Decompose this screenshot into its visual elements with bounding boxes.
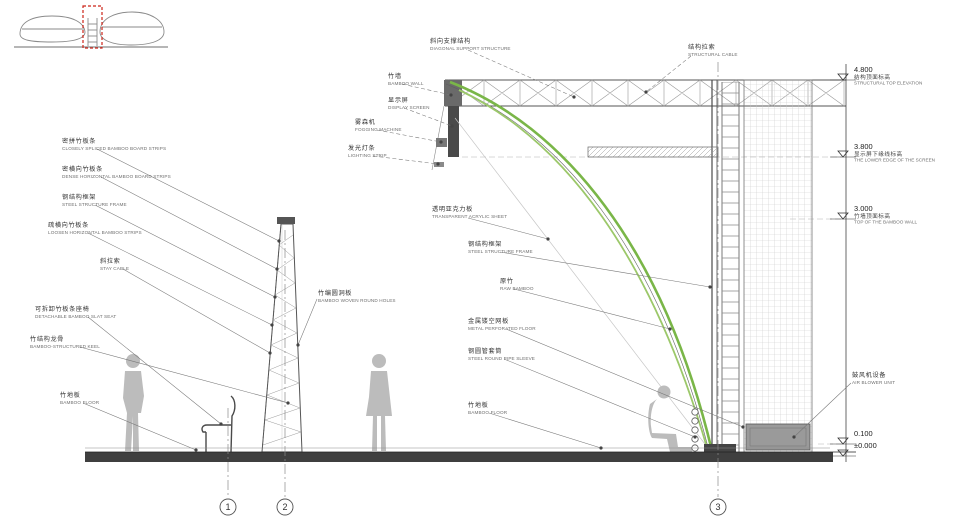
leader-dot-steel-structure-frame-left <box>273 295 277 299</box>
leader-line-raw-bamboo <box>513 288 671 330</box>
standing-figure-left <box>123 354 144 451</box>
grid-lines <box>227 62 719 497</box>
elevation-triangle-zero-level <box>837 449 849 457</box>
leader-dot-bamboo-structured-keel <box>286 401 290 405</box>
seated-figure-right <box>648 385 692 452</box>
leader-dot-metal-perforated-floor <box>741 425 745 429</box>
leader-dot-air-blower-unit <box>792 435 796 439</box>
display-screen-assembly <box>431 105 459 171</box>
leader-dot-detachable-bamboo-slat-seat <box>219 422 223 426</box>
leader-line-stay-cable <box>122 268 271 354</box>
ground-slab <box>85 447 856 462</box>
leader-line-steel-structure-frame-right <box>499 251 711 288</box>
grid-bubbles: 1 2 3 <box>219 498 727 516</box>
grid-bubble-1-label: 1 <box>225 502 230 512</box>
elevation-markers <box>830 73 856 457</box>
leader-lines <box>79 49 852 452</box>
leader-dot-bamboo-woven-round-holes <box>296 343 300 347</box>
human-figures <box>123 354 692 452</box>
leader-line-transparent-acrylic-sheet <box>467 217 549 240</box>
leader-dot-diagonal-support-structure <box>572 95 576 99</box>
leader-line-closely-spliced-bamboo-board-strips <box>96 148 280 242</box>
leader-dot-fogging-machine <box>439 140 443 144</box>
leader-dot-stay-cable <box>268 351 272 355</box>
leader-line-display-screen <box>403 107 453 127</box>
air-blower-unit-box <box>745 423 811 451</box>
leader-dot-dense-horizontal-bamboo-board-strips <box>275 267 279 271</box>
leader-line-loosen-horizontal-bamboo-strips <box>87 232 273 326</box>
screen-support-beam <box>587 146 719 158</box>
leader-line-lighting-strip <box>372 155 439 165</box>
ladder-frame <box>721 82 740 452</box>
leader-line-structural-cable <box>645 55 692 93</box>
leader-line-bamboo-woven-round-holes <box>297 298 318 346</box>
detail-extent-red-box <box>82 5 103 49</box>
leader-dot-transparent-acrylic-sheet <box>546 237 550 241</box>
grid-bubble-3-label: 3 <box>715 502 720 512</box>
leader-line-bamboo-floor-center <box>488 412 602 449</box>
mesh-bamboo-wall <box>743 79 813 453</box>
display-screen-panel <box>448 106 459 157</box>
leader-dot-bamboo-floor-center <box>599 446 603 450</box>
leader-line-detachable-bamboo-slat-seat <box>87 316 222 425</box>
grid-bubble-2: 2 <box>276 498 294 516</box>
leader-dot-lighting-strip <box>436 162 440 166</box>
bamboo-wall-cap <box>444 80 462 106</box>
grid-bubble-3: 3 <box>709 498 727 516</box>
leader-line-bamboo-floor-left <box>82 402 197 451</box>
steel-column <box>711 80 718 452</box>
leader-dot-closely-spliced-bamboo-board-strips <box>277 239 281 243</box>
bamboo-arch <box>445 80 714 452</box>
grid-bubble-2-label: 2 <box>282 502 287 512</box>
acrylic-sheet-line <box>454 117 709 449</box>
standing-figure-center <box>366 354 392 451</box>
elevation-triangle-screen-lower-edge <box>837 150 849 158</box>
leader-dot-steel-structure-frame-right <box>708 285 712 289</box>
elevation-triangle-floor-level <box>837 437 849 445</box>
leader-line-air-blower-unit <box>793 382 852 438</box>
leader-line-metal-perforated-floor <box>505 328 744 428</box>
leader-line-fogging-machine <box>376 129 442 143</box>
leader-line-steel-structure-frame-left <box>94 204 276 298</box>
bamboo-slat-seat <box>201 395 236 453</box>
leaning-bamboo-wall <box>261 217 303 453</box>
leader-line-dense-horizontal-bamboo-board-strips <box>100 176 278 270</box>
leader-line-bamboo-wall <box>401 83 452 96</box>
key-plan-thumbnail <box>14 11 168 48</box>
leader-dot-bamboo-wall <box>449 93 453 97</box>
leader-dot-steel-round-pipe-sleeve <box>693 435 697 439</box>
elevation-triangle-structural-top-elevation <box>837 73 849 81</box>
wall-top-cap <box>277 217 295 224</box>
leader-dot-bamboo-floor-left <box>194 448 198 452</box>
leader-dot-structural-cable <box>644 90 648 94</box>
leader-dot-loosen-horizontal-bamboo-strips <box>270 323 274 327</box>
elevation-triangle-bamboo-wall-top <box>837 212 849 220</box>
leader-line-bamboo-structured-keel <box>79 346 289 404</box>
leader-line-steel-round-pipe-sleeve <box>503 358 696 438</box>
leader-dot-raw-bamboo <box>668 327 672 331</box>
leader-dot-display-screen <box>450 124 454 128</box>
grid-bubble-1: 1 <box>219 498 237 516</box>
